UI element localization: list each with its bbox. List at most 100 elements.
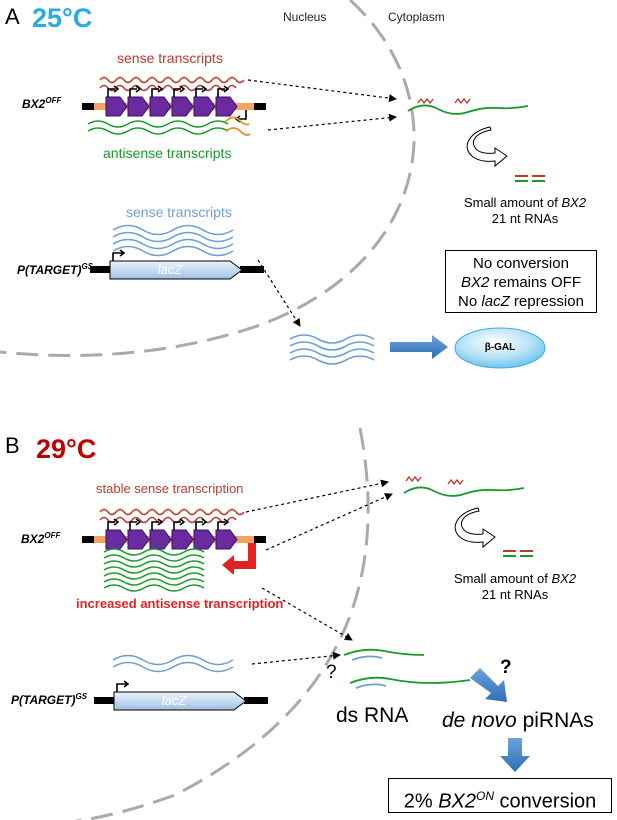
arrow-antisense-to-cyto-a [267, 113, 397, 131]
increased-antisense-label: increased antisense transcription [76, 596, 284, 611]
promoter-arrows-a [107, 85, 230, 97]
arrow-sense-to-cyto-a [247, 79, 397, 103]
bx2-sup: OFF [45, 96, 62, 105]
bx2-name: BX2 [22, 97, 46, 111]
target-sense-a-4 [112, 245, 234, 257]
sense-transcript-a-2 [99, 84, 237, 92]
arrow-target-to-ds-b [251, 651, 341, 665]
beta-gal-label: β-GAL [484, 342, 516, 353]
nuclear-envelope-b [73, 427, 370, 820]
small-rna-text-a: Small amount of [463, 195, 562, 210]
outcome-gene-bx2: BX2 [460, 274, 490, 291]
bx2-off-label-b: BX2OFF [21, 531, 61, 546]
antisense-bundle-b [103, 548, 205, 592]
small-rna-size-a: 21 nt RNAs [491, 211, 559, 227]
conversion-gene: BX2 [438, 790, 476, 813]
de-novo-text: de novo [442, 709, 517, 732]
arrow-antisense-to-ds-b [261, 587, 353, 641]
target-sup-b: GS [75, 692, 87, 701]
sense-transcript-a-1 [99, 76, 245, 84]
ds-rna-label: ds RNA [336, 704, 409, 727]
outcome-line-1: No conversion [473, 255, 569, 272]
cyto-red-piece-a-1 [417, 97, 434, 105]
panel-a-sense-label: sense transcripts [117, 50, 223, 66]
panel-a-target-sense-label: sense transcripts [126, 204, 232, 220]
target-label-b: P(TARGET)GS [11, 692, 87, 707]
curved-arrow-a [466, 126, 508, 168]
panel-b-temperature: 29°C [36, 434, 97, 464]
bx2-repeats-b [105, 529, 238, 550]
outcome-line-2-rest: remains OFF [489, 274, 582, 291]
promoter-arrows-b [107, 518, 230, 530]
cyto-blue-a-4 [289, 355, 375, 365]
panel-b-stable-sense-label: stable sense transcription [96, 481, 244, 496]
blue-block-arrow-a [390, 335, 448, 359]
lacz-box-b [113, 691, 247, 711]
ds-rna-duplexes [343, 648, 471, 689]
outcome-box-a: No conversion BX2 remains OFF No lacZ re… [445, 250, 597, 313]
conversion-sup: ON [476, 789, 494, 803]
arrow-sense-to-cyto-b [245, 479, 389, 513]
target-name-b: P(TARGET) [11, 693, 76, 707]
small-rna-gene-b: BX2 [551, 571, 577, 586]
region-cytoplasm: Cytoplasm [388, 10, 445, 24]
outcome-gene-lacz: lacZ [481, 293, 510, 310]
target-sense-b-2 [112, 661, 234, 673]
bx2-flank-right-b [254, 536, 266, 543]
cyto-green-transcript-a [407, 104, 529, 115]
lacz-label-a: lacZ [157, 262, 183, 277]
panel-b-letter: B [5, 433, 20, 458]
target-label-a: P(TARGET)GS [17, 263, 93, 277]
conversion-rest: conversion [494, 790, 597, 813]
panel-a-temperature: 25°C [32, 3, 93, 33]
small-rna-label-a: Small amount of BX2 21 nt RNAs [450, 195, 600, 228]
cyto-red-piece-a-2 [454, 97, 471, 105]
lacz-box-a [109, 260, 243, 280]
target-sense-a-3 [112, 238, 234, 250]
target-flank-left-a [90, 266, 110, 273]
question-mark-1: ? [326, 662, 337, 683]
small-rna-gene-a: BX2 [561, 195, 587, 210]
small-rna-label-b: Small amount of BX2 21 nt RNAs [440, 571, 590, 604]
arrow-target-to-cyto-a [257, 259, 301, 327]
cyto-red-piece-b-1 [405, 475, 422, 483]
cyto-red-piece-b-2 [447, 478, 464, 486]
sense-transcript-b-2 [99, 516, 237, 524]
antisense-orange-a [224, 116, 251, 136]
pirna-text: piRNAs [516, 709, 594, 732]
sense-transcript-b-1 [99, 508, 245, 516]
bx2-flank-left-a [82, 103, 94, 110]
panel-a-letter: A [5, 4, 20, 29]
bx2-flank-left-b [82, 536, 94, 543]
blue-arrow-to-pirna [470, 668, 507, 702]
target-promoter-a [112, 249, 126, 261]
cyto-blue-a-3 [289, 348, 375, 358]
cyto-green-transcript-b [403, 486, 525, 497]
nuclear-envelope-a [0, 0, 416, 357]
lacz-label-b: lacZ [161, 693, 187, 708]
beta-gal-ellipse [454, 327, 546, 369]
antisense-promoter-a [234, 110, 247, 123]
target-flank-right-b [244, 697, 268, 704]
small-rna-text-b: Small amount of [453, 571, 552, 586]
conversion-box: 2% BX2ON conversion [388, 778, 612, 813]
target-flank-right-a [240, 266, 264, 273]
region-nucleus: Nucleus [283, 10, 327, 24]
target-flank-left-b [94, 697, 114, 704]
question-mark-2: ? [500, 657, 512, 678]
curved-arrow-b [454, 507, 496, 549]
outcome-line-2: BX2 remains OFF [446, 273, 596, 292]
arrow-antisense-to-cyto-b [265, 493, 393, 551]
bx2-off-label-a: BX2OFF [22, 96, 62, 111]
increased-antisense-promoter [222, 543, 256, 575]
outcome-line-3-pre: No [458, 293, 482, 310]
small-rna-size-b: 21 nt RNAs [481, 587, 549, 603]
bx2-repeats-a [105, 96, 238, 117]
target-promoter-b [116, 680, 130, 692]
bx2-sup-b: OFF [44, 531, 61, 540]
target-sense-a-2 [112, 231, 234, 243]
target-sense-a-1 [112, 224, 234, 236]
target-name: P(TARGET) [17, 263, 82, 277]
